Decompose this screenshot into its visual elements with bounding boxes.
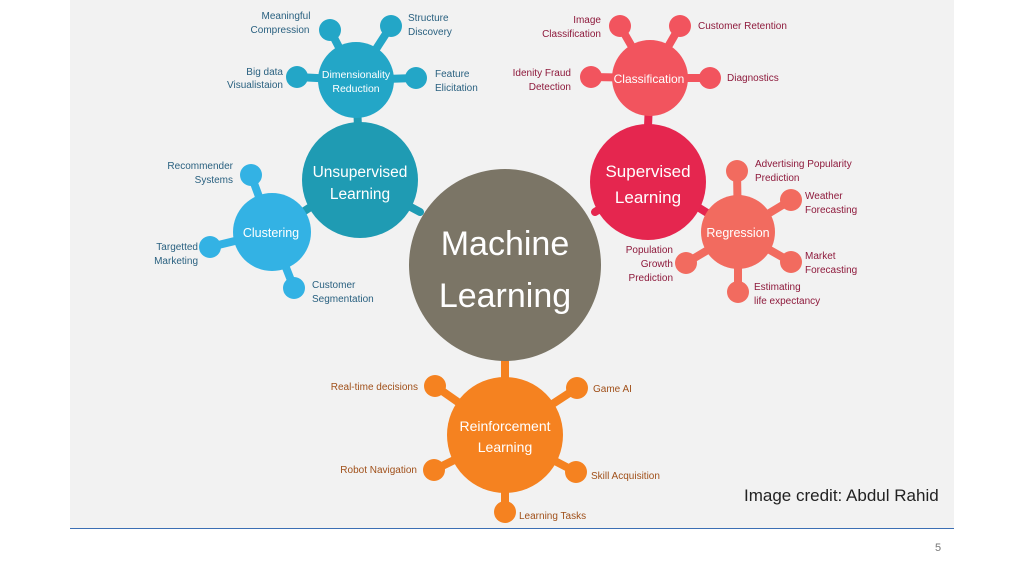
clu-leaf-dot-3 — [283, 277, 305, 299]
dim-leaf-3-line-2: Visualistaion — [227, 80, 283, 91]
cls-leaf-1-line-2: Classification — [542, 29, 601, 40]
dimensionality-label-2: Reduction — [332, 83, 379, 95]
rl-leaf-dot-4 — [565, 461, 587, 483]
reg-leaf-4-line-1: Market — [805, 251, 836, 262]
supervised-node — [590, 124, 706, 240]
cls-leaf-3-line-2: Detection — [529, 82, 571, 93]
clu-leaf-1-line-2: Systems — [195, 175, 233, 186]
regression-label: Regression — [706, 226, 769, 240]
central-label-1: Machine — [441, 225, 570, 263]
footer-divider — [70, 528, 954, 529]
clu-leaf-3-line-1: Customer — [312, 280, 356, 291]
rl-leaf-2-label: Game AI — [593, 384, 632, 395]
unsupervised-label-2: Learning — [330, 186, 390, 203]
classification-label: Classification — [614, 72, 685, 86]
reg-leaf-5-line-1: Estimating — [754, 282, 801, 293]
dim-leaf-2-line-1: Structure — [408, 13, 449, 24]
cls-leaf-dot-3 — [580, 66, 602, 88]
dimensionality-label-1: Dimensionality — [322, 69, 391, 81]
reg-leaf-1-line-1: Advertising Popularity — [755, 159, 852, 170]
reinforcement-node — [447, 377, 563, 493]
sup-leaf-labels: Image Classification Customer Retention … — [513, 15, 858, 307]
dim-leaf-4-line-1: Feature — [435, 69, 470, 80]
dim-leaf-dot-4 — [405, 67, 427, 89]
dim-leaf-dot-2 — [380, 15, 402, 37]
rl-leaf-dot-1 — [424, 375, 446, 397]
central-label-2: Learning — [439, 277, 571, 315]
dim-leaf-dot-3 — [286, 66, 308, 88]
regression-node — [701, 195, 775, 269]
dim-leaf-dot-1 — [319, 19, 341, 41]
rl-leaf-dot-3 — [423, 459, 445, 481]
clu-leaf-dot-2 — [199, 236, 221, 258]
unsup-leaf-labels: Meaningful Compression Structure Discove… — [154, 11, 478, 305]
cls-leaf-3-line-1: Idenity Fraud — [513, 68, 571, 79]
supervised-label-1: Supervised — [605, 162, 690, 181]
reg-leaf-dot-3 — [675, 252, 697, 274]
clu-leaf-2-line-2: Marketing — [154, 256, 198, 267]
reinforcement-label-1: Reinforcement — [459, 418, 550, 434]
cls-leaf-dot-2 — [669, 15, 691, 37]
dim-leaf-1-line-1: Meaningful — [262, 11, 311, 22]
rl-leaf-5-label: Learning Tasks — [519, 511, 586, 522]
reg-leaf-dot-5 — [727, 281, 749, 303]
dim-leaf-2-line-2: Discovery — [408, 27, 452, 38]
reg-leaf-2-line-1: Weather — [805, 191, 843, 202]
reg-leaf-5-line-2: life expectancy — [754, 296, 820, 307]
leaf-dots — [199, 15, 802, 523]
unsupervised-node — [302, 122, 418, 238]
reg-leaf-dot-1 — [726, 160, 748, 182]
cls-leaf-4-line-1: Diagnostics — [727, 73, 779, 84]
supervised-label-2: Learning — [615, 188, 681, 207]
clu-leaf-3-line-2: Segmentation — [312, 294, 374, 305]
rl-leaf-dot-2 — [566, 377, 588, 399]
rl-leaf-dot-5 — [494, 501, 516, 523]
cls-leaf-2-line-1: Customer Retention — [698, 21, 787, 32]
unsupervised-label-1: Unsupervised — [313, 164, 408, 181]
rl-leaf-3-label: Robot Navigation — [340, 465, 417, 476]
classification-node — [612, 40, 688, 116]
clu-leaf-1-line-1: Recommender — [167, 161, 233, 172]
dim-leaf-4-line-2: Elicitation — [435, 83, 478, 94]
reg-leaf-2-line-2: Forecasting — [805, 205, 857, 216]
cls-leaf-dot-4 — [699, 67, 721, 89]
dimensionality-node — [318, 42, 394, 118]
reg-leaf-3-line-2: Growth — [641, 259, 673, 270]
reinforcement-label-2: Learning — [478, 439, 533, 455]
reg-leaf-dot-4 — [780, 251, 802, 273]
reg-leaf-4-line-2: Forecasting — [805, 265, 857, 276]
rl-leaf-4-label: Skill Acquisition — [591, 471, 660, 482]
reg-leaf-1-line-2: Prediction — [755, 173, 799, 184]
reg-leaf-dot-2 — [780, 189, 802, 211]
page-number: 5 — [935, 542, 942, 554]
rl-leaf-labels: Real-time decisions Game AI Robot Naviga… — [331, 382, 660, 522]
dim-leaf-1-line-2: Compression — [251, 25, 310, 36]
rl-leaf-1-label: Real-time decisions — [331, 382, 418, 393]
reg-leaf-3-line-1: Population — [626, 245, 673, 256]
clu-leaf-dot-1 — [240, 164, 262, 186]
clustering-node — [233, 193, 311, 271]
central-node — [409, 169, 601, 361]
image-credit: Image credit: Abdul Rahid — [744, 486, 939, 505]
cls-leaf-dot-1 — [609, 15, 631, 37]
clustering-label: Clustering — [243, 226, 299, 240]
dim-leaf-3-line-1: Big data — [246, 67, 283, 78]
reg-leaf-3-line-3: Prediction — [629, 273, 673, 284]
cls-leaf-1-line-1: Image — [573, 15, 601, 26]
clu-leaf-2-line-1: Targetted — [156, 242, 198, 253]
